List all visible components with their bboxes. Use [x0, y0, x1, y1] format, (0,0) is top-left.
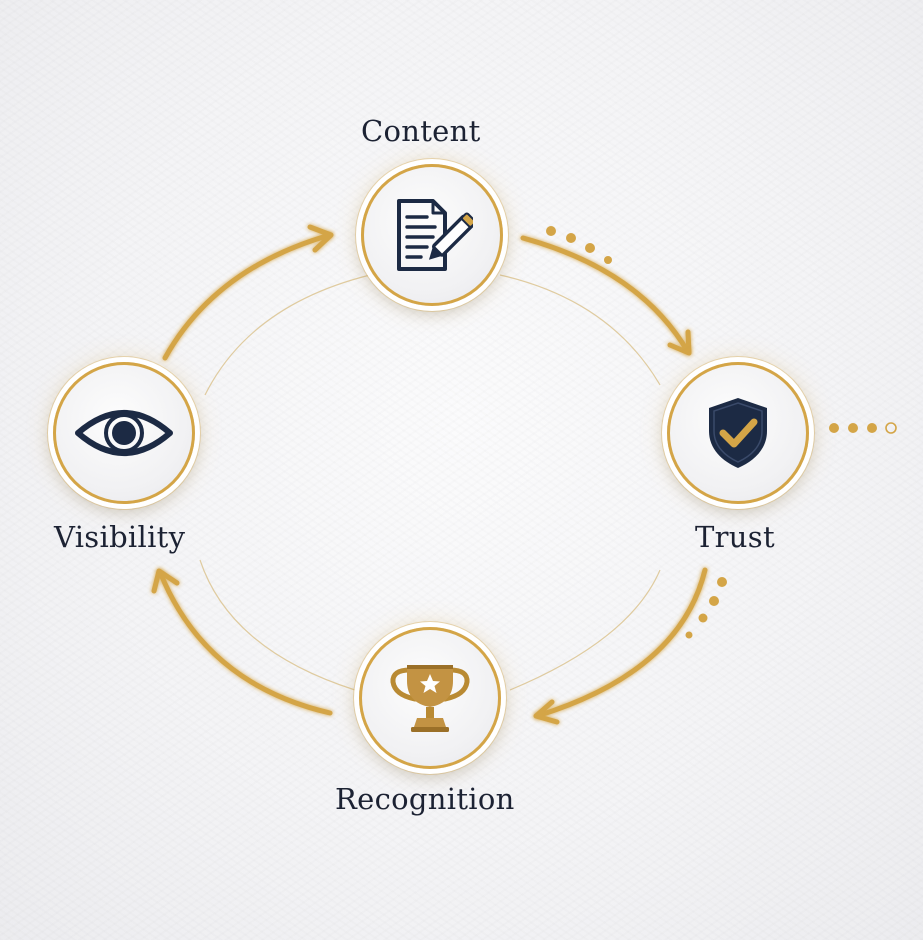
label-visibility: Visibility — [54, 520, 186, 554]
inner-ring-lines — [199, 274, 661, 691]
label-recognition: Recognition — [335, 782, 515, 816]
arrow-content-to-trust — [520, 235, 691, 355]
arrowhead-content — [307, 224, 334, 253]
decorative-dots-top — [546, 226, 612, 264]
arrow-visibility-to-content — [162, 232, 333, 361]
node-content — [361, 164, 503, 306]
inner-arc-recognition-visibility — [199, 559, 356, 691]
decorative-dots-lower-right — [685, 577, 727, 639]
node-recognition — [359, 627, 501, 769]
decorative-dots-right — [829, 422, 897, 434]
node-trust — [667, 362, 809, 504]
arrow-trust-to-recognition — [534, 567, 708, 719]
arrowhead-trust — [667, 329, 692, 356]
label-trust: Trust — [695, 520, 775, 554]
inner-arc-content-trust — [499, 274, 661, 386]
eye-icon — [75, 410, 173, 456]
trophy-icon — [390, 665, 470, 732]
arrowhead-recognition — [533, 699, 560, 725]
document-pen-icon — [397, 199, 473, 271]
arrow-recognition-to-visibility — [157, 569, 333, 716]
inner-arc-content-visibility — [204, 274, 371, 396]
inner-arc-trust-recognition — [509, 569, 661, 691]
node-visibility — [53, 362, 195, 504]
arrowhead-visibility — [151, 568, 180, 594]
label-content: Content — [361, 114, 481, 148]
shield-check-icon — [709, 398, 767, 468]
